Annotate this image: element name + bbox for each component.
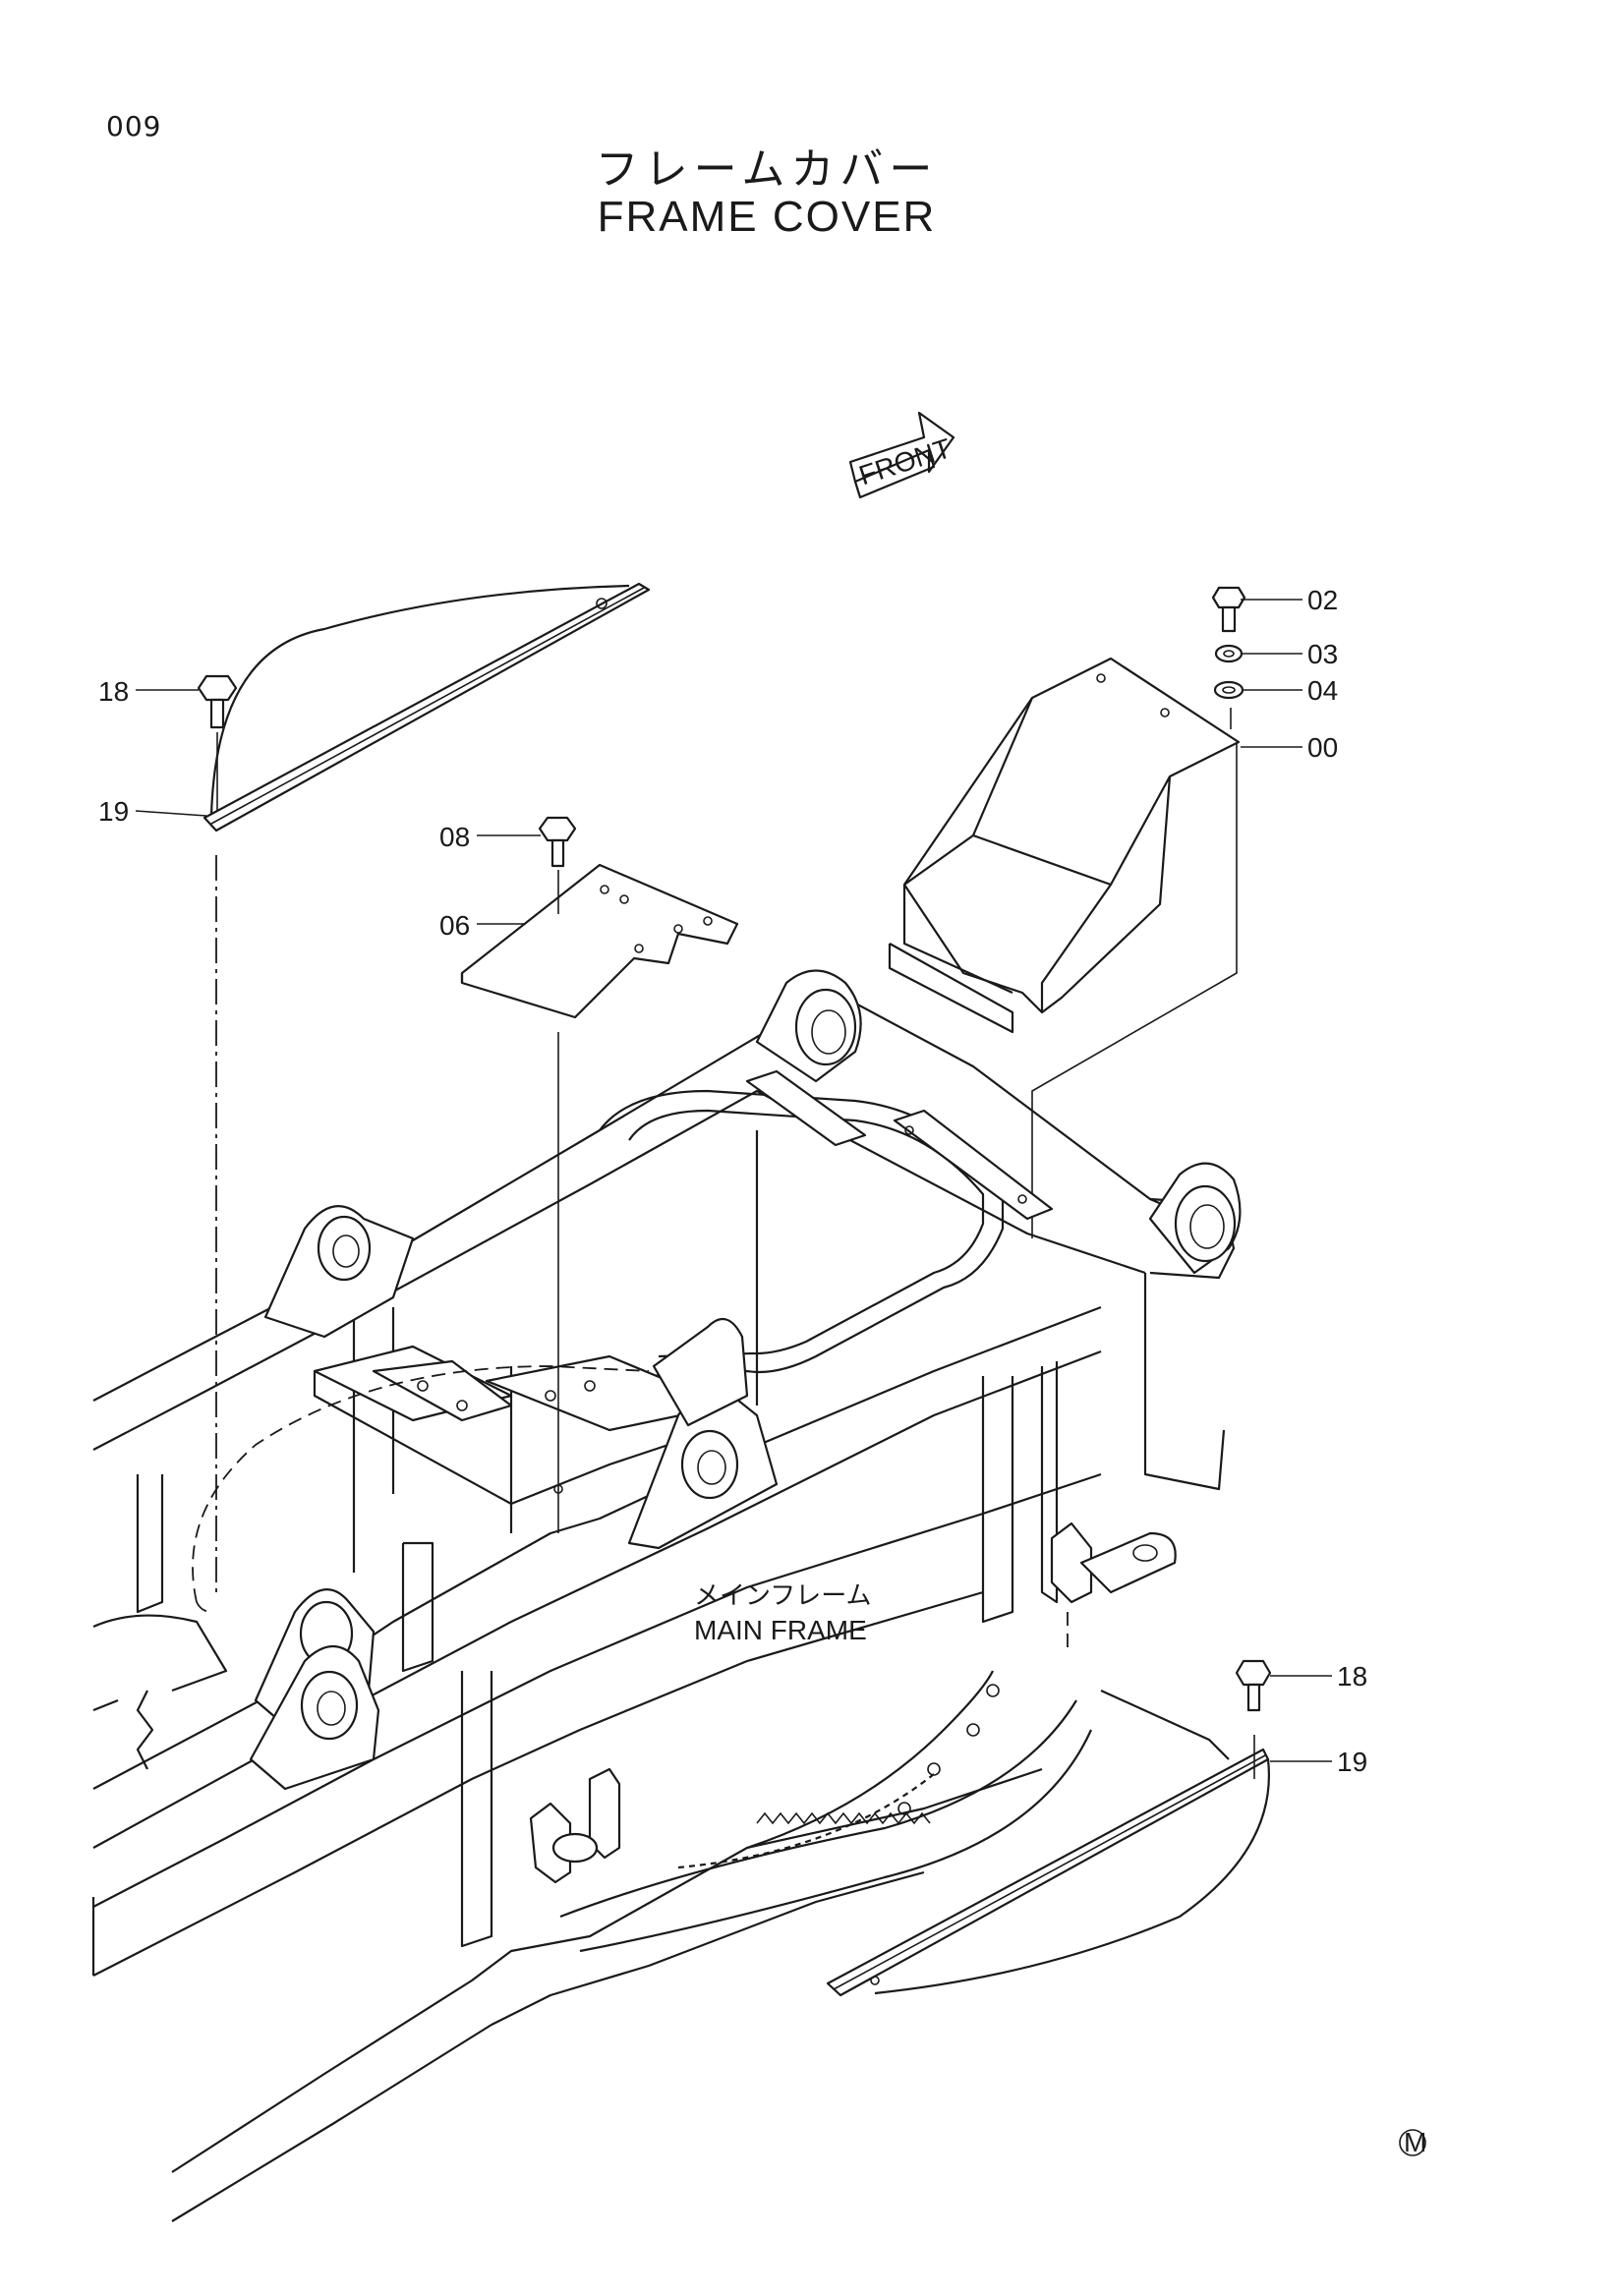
title-japanese: フレームカバー	[595, 144, 939, 195]
bolt-02	[1211, 586, 1246, 633]
svg-text:M: M	[1404, 2127, 1426, 2157]
callout-06: 06	[439, 910, 470, 941]
circled-m-symbol: M	[1399, 2127, 1426, 2157]
callout-02: 02	[1307, 585, 1338, 615]
bolt-08	[538, 816, 577, 914]
page-number: 009	[106, 110, 162, 143]
callout-18-lower: 18	[1337, 1661, 1367, 1692]
callout-03: 03	[1307, 639, 1338, 669]
front-direction-arrow: FRONT	[848, 411, 955, 499]
frame-cover-00	[888, 657, 1241, 1238]
bolt-upper-left	[197, 674, 238, 811]
callout-19-upper: 19	[98, 796, 129, 827]
main-frame-drawing	[91, 969, 1242, 2222]
main-frame-label-english: MAIN FRAME	[694, 1615, 867, 1645]
callouts: 02 03 04 00 18 19 08 06 18 19	[98, 585, 1367, 1777]
callout-18-upper: 18	[98, 676, 129, 707]
callout-00: 00	[1307, 732, 1338, 763]
side-cover-upper-left	[202, 582, 651, 1592]
washer-04	[1213, 680, 1244, 700]
callout-19-lower: 19	[1337, 1747, 1367, 1777]
callout-08: 08	[439, 822, 470, 852]
mounting-plates	[745, 1069, 1054, 1221]
spring-washer-03	[1214, 644, 1244, 663]
title-english: FRAME COVER	[597, 193, 937, 241]
cover-plate-06	[460, 863, 739, 1533]
bolt-lower-right	[1235, 1659, 1272, 1712]
callout-04: 04	[1307, 675, 1338, 706]
side-cover-lower-right	[826, 1612, 1270, 1997]
main-frame-label-japanese: メインフレーム	[694, 1581, 871, 1611]
front-arrow-label: FRONT	[855, 432, 955, 490]
